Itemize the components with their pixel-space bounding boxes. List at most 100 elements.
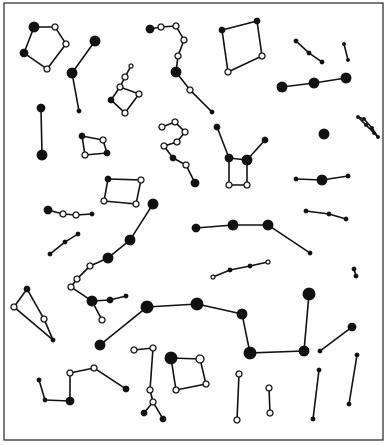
cluster-17-dot-2 <box>60 211 66 217</box>
cluster-1-dot-3 <box>63 41 69 47</box>
cluster-5-dot-4 <box>225 69 231 75</box>
cluster-4-edge-7 <box>190 90 212 112</box>
cluster-2-edge-1 <box>72 41 95 73</box>
cluster-12-dot-3 <box>242 155 252 165</box>
cluster-19-dot-7 <box>87 296 97 306</box>
cluster-8-dot-3 <box>341 73 351 83</box>
cluster-25-edge-5 <box>250 351 304 353</box>
cluster-29-dot-5 <box>91 365 97 371</box>
cluster-21-edge-1 <box>306 211 329 214</box>
cluster-16-dot-3 <box>346 174 350 178</box>
cluster-27-dot-5 <box>150 399 156 405</box>
cluster-18-edge-2 <box>50 242 65 254</box>
cluster-30-dot-2 <box>234 417 240 423</box>
cluster-11-dot-5 <box>161 143 167 149</box>
cluster-20-edge-3 <box>268 225 310 253</box>
cluster-4-dot-8 <box>210 110 214 114</box>
cluster-25-dot-4 <box>237 309 247 319</box>
cluster-15-edge-2 <box>136 180 141 204</box>
cluster-25-edge-2 <box>147 304 197 307</box>
cluster-19-dot-5 <box>74 276 80 282</box>
cluster-22-dot-1 <box>211 275 215 279</box>
cluster-29-dot-4 <box>67 370 73 376</box>
cluster-21-edge-2 <box>329 214 346 219</box>
cluster-31-dot-1 <box>266 385 272 391</box>
cluster-23-dot-1 <box>352 267 356 271</box>
cluster-10-dot-4 <box>82 152 88 158</box>
cluster-32-dot-2 <box>311 417 315 421</box>
cluster-19-edge-1 <box>130 204 153 240</box>
cluster-5-edge-2 <box>257 21 262 56</box>
cluster-21-dot-2 <box>327 212 331 216</box>
cluster-14-dot-2 <box>365 124 368 127</box>
cluster-29-dot-6 <box>123 386 129 392</box>
cluster-32-edge-1 <box>313 370 319 419</box>
cluster-15-dot-2 <box>138 177 144 183</box>
cluster-3-dot-2 <box>37 150 47 160</box>
cluster-4-dot-6 <box>171 67 181 77</box>
cluster-5-dot-2 <box>254 18 260 24</box>
cluster-31-edge-1 <box>269 388 270 413</box>
cluster-10-dot-3 <box>104 150 110 156</box>
cluster-1-edge-3 <box>47 44 66 69</box>
cluster-9-dot-4 <box>122 110 128 116</box>
cluster-28-dot-3 <box>203 381 209 387</box>
cluster-18-dot-1 <box>76 232 80 236</box>
cluster-29-edge-4 <box>70 368 94 373</box>
cluster-11-dot-6 <box>170 155 176 161</box>
cluster-1-dot-1 <box>29 22 39 32</box>
cluster-17-dot-3 <box>73 212 79 218</box>
cluster-24-dot-2 <box>11 304 17 310</box>
cluster-1-dot-5 <box>20 49 28 57</box>
cluster-26-dot-2 <box>318 349 322 353</box>
cluster-22-edge-1 <box>213 270 230 277</box>
cluster-27-dot-3 <box>147 387 153 393</box>
cluster-19-dot-6 <box>68 284 74 290</box>
cluster-8-dot-2 <box>309 78 319 88</box>
cluster-33-dot-1 <box>355 353 359 357</box>
figure-frame <box>4 3 383 440</box>
cluster-27-dot-6 <box>160 416 166 422</box>
cluster-26-edge-1 <box>320 327 352 351</box>
cluster-25-dot-1 <box>95 340 105 350</box>
cluster-27-dot-1 <box>131 347 137 353</box>
cluster-7-edge-1 <box>344 44 348 60</box>
cluster-24-edge-3 <box>14 307 53 340</box>
cluster-9-dot-1 <box>129 64 133 68</box>
cluster-27-edge-2 <box>150 348 153 390</box>
cluster-29-dot-3 <box>66 397 74 405</box>
cluster-20-dot-4 <box>308 251 312 255</box>
cluster-14-dot-4 <box>363 118 366 121</box>
cluster-27-dot-2 <box>150 345 156 351</box>
cluster-2-dot-1 <box>90 36 100 46</box>
cluster-19-dot-3 <box>103 253 113 263</box>
cluster-24-dot-4 <box>51 338 55 342</box>
cluster-6-dot-3 <box>320 60 324 64</box>
cluster-2-dot-2 <box>67 68 77 78</box>
cluster-5-edge-4 <box>222 30 228 72</box>
cluster-21-dot-1 <box>304 209 308 213</box>
cluster-5-edge-3 <box>228 56 262 72</box>
cluster-23-dot-2 <box>354 274 358 278</box>
cluster-18-dot-2 <box>63 240 67 244</box>
cluster-28-dot-2 <box>196 355 204 363</box>
cluster-6-dot-2 <box>307 51 311 55</box>
cluster-30-dot-1 <box>236 371 242 377</box>
cluster-16-dot-2 <box>317 175 327 185</box>
cluster-4-dot-7 <box>187 87 193 93</box>
cluster-4-dot-1 <box>146 25 154 33</box>
cluster-33-edge-1 <box>349 355 357 404</box>
cluster-16-dot-1 <box>294 177 298 181</box>
cluster-7-dot-2 <box>347 59 350 62</box>
cluster-22-edge-3 <box>250 262 268 266</box>
cluster-8-dot-1 <box>277 82 287 92</box>
cluster-10-dot-2 <box>100 137 106 143</box>
cluster-24-dot-3 <box>41 316 47 322</box>
cluster-22-dot-4 <box>266 260 270 264</box>
cluster-30-edge-1 <box>237 374 239 420</box>
cluster-5-edge-1 <box>222 21 257 30</box>
cluster-25-dot-6 <box>299 346 309 356</box>
cluster-26-dot-1 <box>348 323 356 331</box>
cluster-9-dot-3 <box>108 97 114 103</box>
